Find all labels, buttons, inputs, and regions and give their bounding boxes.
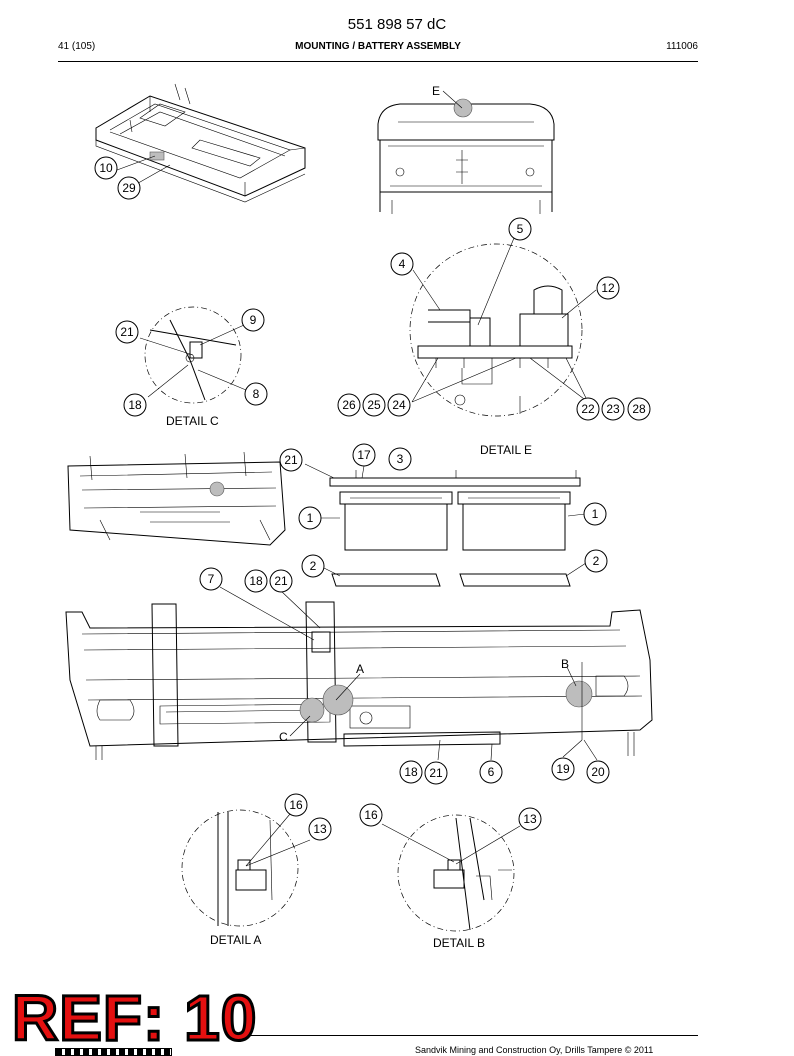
callout-20: 20: [586, 760, 610, 784]
detail-b-view: [397, 814, 515, 932]
view-letter-e: E: [432, 84, 440, 98]
callout-22: 22: [576, 397, 600, 421]
svg-text:8: 8: [253, 387, 260, 401]
main-frame-view: [65, 601, 653, 760]
iso-frame-top-left: [95, 83, 306, 203]
callout-13-detail-a: 13: [308, 817, 332, 841]
callout-23: 23: [601, 397, 625, 421]
callout-1-left: 1: [298, 506, 322, 530]
callout-29: 29: [117, 176, 141, 200]
svg-text:20: 20: [591, 765, 605, 779]
callout-16-detail-b: 16: [359, 803, 383, 827]
callout-16-detail-a: 16: [284, 793, 308, 817]
svg-text:24: 24: [392, 398, 406, 412]
svg-text:2: 2: [310, 559, 317, 573]
svg-text:29: 29: [122, 181, 136, 195]
detail-c-label: DETAIL C: [166, 414, 219, 428]
callout-9: 9: [241, 308, 265, 332]
callout-2-right: 2: [584, 549, 608, 573]
svg-text:17: 17: [357, 448, 371, 462]
callout-18-main-top: 18: [244, 569, 268, 593]
callout-21-detail-c: 21: [115, 320, 139, 344]
footer-rule: [248, 1035, 698, 1036]
callout-25: 25: [362, 393, 386, 417]
detail-e-view: [409, 243, 583, 417]
callout-18-main-bottom: 18: [399, 760, 423, 784]
page-number: 41 (105): [58, 41, 96, 52]
svg-text:2: 2: [593, 554, 600, 568]
svg-text:21: 21: [284, 453, 298, 467]
detail-a-label: DETAIL A: [210, 933, 261, 947]
document-number: 551 898 57 dC: [347, 16, 447, 33]
leader-lines: [116, 90, 598, 867]
svg-text:13: 13: [523, 812, 537, 826]
detail-b-label: DETAIL B: [433, 936, 485, 950]
svg-text:5: 5: [517, 222, 524, 236]
callout-4: 4: [390, 252, 414, 276]
svg-text:12: 12: [601, 281, 615, 295]
svg-text:26: 26: [342, 398, 356, 412]
svg-text:21: 21: [274, 574, 288, 588]
svg-text:21: 21: [429, 766, 443, 780]
page-header: 41 (105) MOUNTING / BATTERY ASSEMBLY 111…: [58, 41, 698, 55]
detail-a-view: [181, 809, 299, 927]
svg-text:21: 21: [120, 325, 134, 339]
svg-text:16: 16: [364, 808, 378, 822]
detail-e-label: DETAIL E: [480, 443, 532, 457]
svg-text:19: 19: [556, 762, 570, 776]
callout-3: 3: [388, 447, 412, 471]
svg-text:25: 25: [367, 398, 381, 412]
svg-text:18: 18: [249, 574, 263, 588]
callout-28: 28: [627, 397, 651, 421]
callout-17: 17: [352, 443, 376, 467]
callout-8: 8: [244, 382, 268, 406]
callout-21-main-top: 21: [269, 569, 293, 593]
callout-1-right: 1: [583, 502, 607, 526]
svg-text:3: 3: [397, 452, 404, 466]
callout-6: 6: [479, 760, 503, 784]
svg-text:10: 10: [99, 161, 113, 175]
svg-text:22: 22: [581, 402, 595, 416]
svg-text:1: 1: [592, 507, 599, 521]
callout-26: 26: [337, 393, 361, 417]
callout-7: 7: [199, 567, 223, 591]
svg-text:9: 9: [250, 313, 257, 327]
svg-text:6: 6: [488, 765, 495, 779]
svg-text:18: 18: [128, 398, 142, 412]
ref-stamp: REF: 10: [10, 982, 258, 1054]
callout-10: 10: [94, 156, 118, 180]
callout-19: 19: [551, 757, 575, 781]
header-rule: [58, 61, 698, 62]
section-title: MOUNTING / BATTERY ASSEMBLY: [295, 41, 461, 52]
callout-21-main-bottom: 21: [424, 761, 448, 785]
svg-text:28: 28: [632, 402, 646, 416]
callout-2-left: 2: [301, 554, 325, 578]
svg-text:18: 18: [404, 765, 418, 779]
svg-text:16: 16: [289, 798, 303, 812]
date-code: 111006: [666, 41, 698, 52]
callout-18-detail-c: 18: [123, 393, 147, 417]
frame-rear-view: [377, 98, 555, 214]
svg-text:13: 13: [313, 822, 327, 836]
svg-text:1: 1: [307, 511, 314, 525]
svg-text:4: 4: [399, 257, 406, 271]
footer-copyright: Sandvik Mining and Construction Oy, Dril…: [415, 1045, 654, 1055]
view-letter-a: A: [356, 662, 364, 676]
svg-text:23: 23: [606, 402, 620, 416]
footer-logo: [55, 1048, 172, 1056]
view-letter-b: B: [561, 657, 569, 671]
callout-12: 12: [596, 276, 620, 300]
callout-5: 5: [508, 217, 532, 241]
view-letter-c: C: [279, 730, 288, 744]
iso-frame-middle-left: [67, 451, 286, 546]
callout-24: 24: [387, 393, 411, 417]
svg-text:7: 7: [208, 572, 215, 586]
battery-exploded-view: [329, 470, 581, 587]
callout-21-battery: 21: [279, 448, 303, 472]
callout-13-detail-b: 13: [518, 807, 542, 831]
